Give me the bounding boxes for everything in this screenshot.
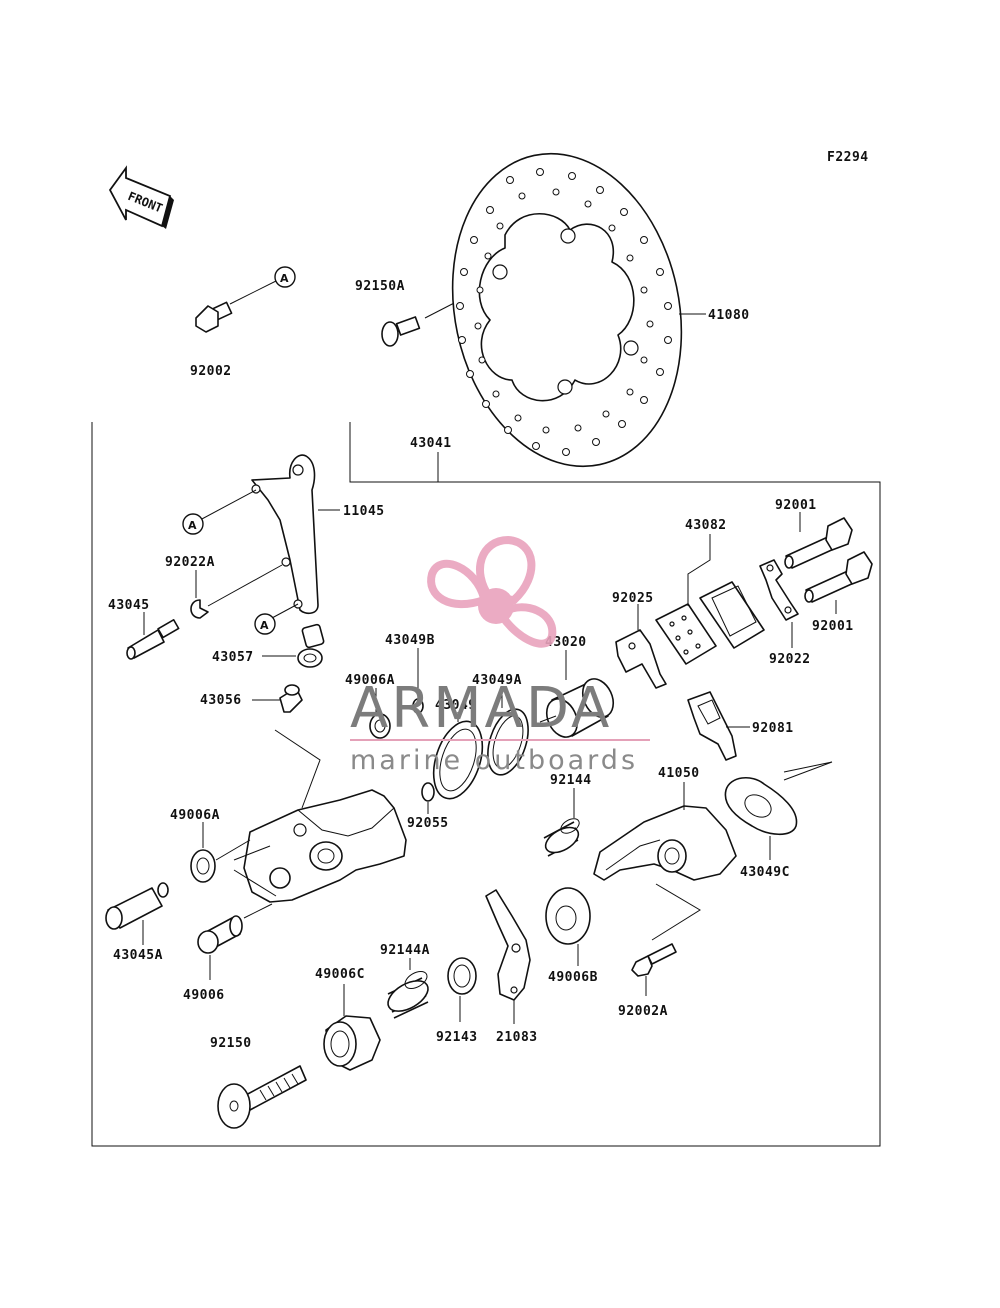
caliper-assembly-43041: 43041 [91,422,881,1147]
bleeder-valve-43056: 43056 [200,684,321,809]
lever-housing-41050: 41050 [593,766,737,941]
watermark: ARMADA marine outboards [350,535,650,776]
sleeve-43045A: 43045A [105,882,169,963]
spring-92144A: 92144A [380,943,430,1019]
part-label-92022A: 92022A [165,555,215,570]
ref-marker-a: A [188,519,197,532]
bolt-92001-upper: 92001 [775,498,853,569]
part-label-92144: 92144 [550,773,592,788]
part-label-43045: 43045 [108,598,150,613]
cap-49006C: 49006C [315,967,381,1071]
part-label-92150: 92150 [210,1036,252,1051]
part-label-41080: 41080 [708,308,750,323]
spring-plate-92025: 92025 [612,591,667,689]
lever-21083: 21083 [485,889,538,1045]
figure-code: F2294 [827,150,869,165]
bleeder-43057: 43057 [212,623,325,668]
part-label-43082: 43082 [685,518,727,533]
part-label-43056: 43056 [200,693,242,708]
piston-43020: 43020 [539,635,615,738]
part-label-49006A: 49006A [170,808,220,823]
brake-disc-41080: 41080 [451,152,750,468]
part-label-49006: 49006 [183,988,225,1003]
part-label-11045: 11045 [343,504,385,519]
boot-49006A-lower: 49006A [170,808,251,883]
watermark-brand: ARMADA [350,676,612,741]
seal-49006B: 49006B [545,887,598,985]
bolt-92150: 92150 [210,1036,307,1129]
part-label-49006B: 49006B [548,970,598,985]
part-label-92022: 92022 [769,652,811,667]
disc-vent-holes [456,168,672,456]
ring-92055: 92055 [407,782,449,831]
part-label-92081: 92081 [752,721,794,736]
watermark-tagline: marine outboards [350,745,638,776]
spring-92144: 92144 [543,773,592,857]
part-label-43049C: 43049C [740,865,790,880]
part-label-43057: 43057 [212,650,254,665]
brake-pads-43082: 43082 [655,518,765,665]
bolt-92001-lower: 92001 [804,551,873,634]
part-label-92001: 92001 [812,619,854,634]
washers-92022: 92022 [759,559,811,667]
seal-43049A: 43049A [472,673,529,776]
part-label-43049A: 43049A [472,673,522,688]
pin-43045: 43045 [108,598,180,660]
pad-spring-92081: 92081 [687,691,794,761]
propeller-logo-icon [427,535,557,648]
part-label-43045A: 43045A [113,948,163,963]
part-label-92025: 92025 [612,591,654,606]
part-label-92002A: 92002A [618,1004,668,1019]
part-label-92144A: 92144A [380,943,430,958]
part-label-41050: 41050 [658,766,700,781]
part-label-92150A: 92150A [355,279,405,294]
caliper-bracket-11045: A A 11045 [182,454,385,635]
oring-43049B: 43049B [385,633,435,714]
part-label-92001: 92001 [775,498,817,513]
part-label-92055: 92055 [407,816,449,831]
caliper-body [233,789,407,903]
gasket-43049C: 43049C [724,761,833,880]
part-label-43049B: 43049B [385,633,435,648]
part-label-43041: 43041 [410,436,452,451]
circlip-92022A: 92022A [165,555,283,619]
bolt-92002: A 92002 [190,266,296,379]
part-label-43049: 43049 [435,698,477,713]
front-arrow-icon: FRONT [108,165,174,229]
boot-49006A-upper: 49006A [345,673,395,739]
pin-bolt-49006: 49006 [183,903,273,1003]
bolt-92002A: 92002A [618,943,677,1019]
part-label-21083: 21083 [496,1030,538,1045]
part-label-49006C: 49006C [315,967,365,982]
part-label-92002: 92002 [190,364,232,379]
ref-marker-a: A [260,619,269,632]
ref-marker-a: A [280,272,289,285]
seal-92143: 92143 [436,957,478,1045]
part-label-49006A: 49006A [345,673,395,688]
part-label-92143: 92143 [436,1030,478,1045]
